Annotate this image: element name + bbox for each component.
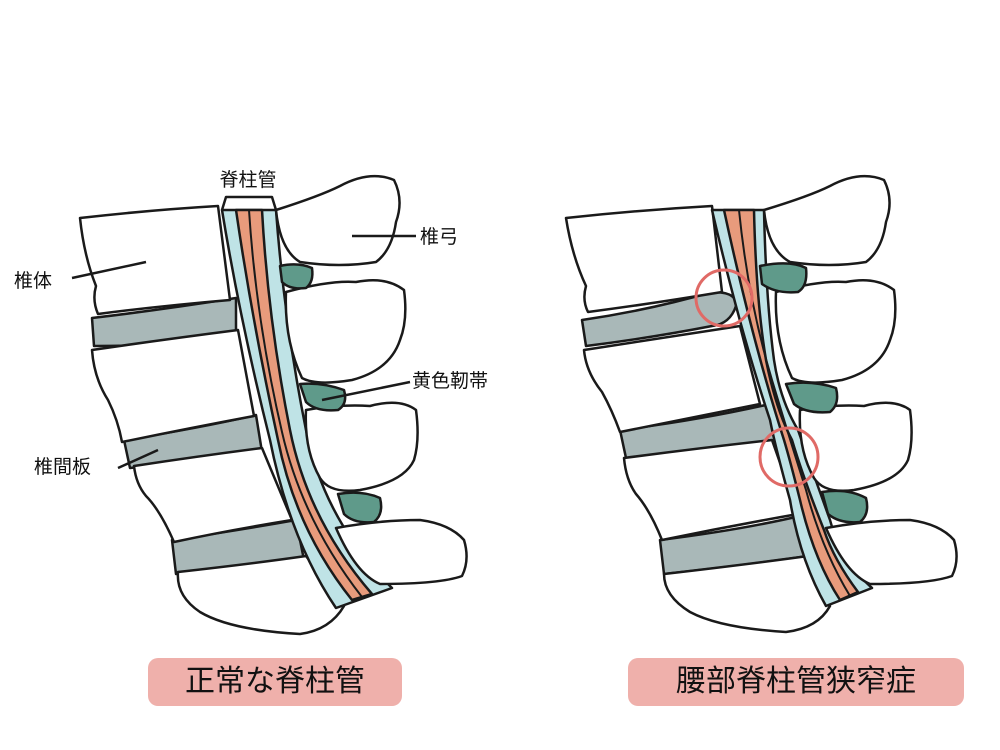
vertebral-body	[582, 324, 762, 434]
vertebral-body	[622, 438, 800, 542]
lamina	[798, 401, 913, 492]
label-canal: 脊柱管	[219, 169, 276, 191]
vertebral-body	[90, 328, 256, 444]
ligamentum-flavum	[758, 262, 808, 294]
label-ligamentum-flavum: 黄色靭帯	[412, 370, 488, 392]
ligamentum-flavum	[820, 489, 869, 524]
leader-line	[71, 260, 147, 280]
lamina	[274, 174, 401, 267]
vertebral-body	[662, 554, 832, 634]
stenosis-highlight	[758, 426, 820, 488]
caption-stenosis: 腰部脊柱管狭窄症	[628, 658, 964, 706]
lamina	[762, 174, 891, 267]
normal-spine	[71, 174, 468, 636]
vertebral-body	[132, 446, 294, 544]
canal-bracket	[220, 195, 278, 211]
vertebral-body	[176, 554, 346, 636]
vertebral-body	[564, 204, 724, 314]
stenosis-highlight	[694, 268, 754, 328]
lamina	[284, 279, 407, 384]
lamina	[304, 401, 419, 492]
ligamentum-flavum	[278, 263, 314, 290]
label-vertebral-body: 椎体	[14, 270, 52, 292]
lamina	[824, 518, 958, 586]
ligamentum-flavum	[336, 491, 383, 524]
caption-normal: 正常な脊柱管	[148, 658, 402, 706]
ligamentum-flavum	[784, 381, 839, 414]
stenosis-spine	[564, 174, 958, 634]
leader-line	[117, 448, 159, 470]
lamina	[334, 518, 468, 586]
label-disc: 椎間板	[34, 456, 91, 478]
leader-line	[321, 380, 411, 402]
lamina	[774, 279, 897, 384]
ligamentum-flavum	[298, 382, 347, 412]
label-lamina: 椎弓	[420, 226, 458, 248]
vertebral-body	[78, 204, 232, 316]
